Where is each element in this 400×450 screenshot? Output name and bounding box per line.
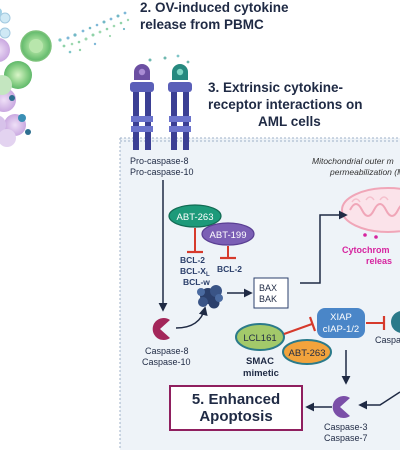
caspase10-label: Caspase-10: [142, 357, 191, 367]
caspase9-icon-partial: [391, 311, 400, 333]
ciap-label: cIAP-1/2: [323, 324, 359, 335]
bcl2-right-label: BCL-2: [217, 264, 242, 274]
procaspase8-label: Pro-caspase-8: [130, 156, 189, 166]
protein-cluster-icon: [197, 285, 223, 309]
abt263-label: ABT-263: [177, 212, 214, 223]
caspase3-icon: [332, 396, 350, 418]
step2-title-line1: 2. OV-induced cytokine: [140, 0, 289, 15]
abt263-orange-label: ABT-263: [289, 348, 326, 359]
enhanced-apoptosis-box: 5. Enhanced Apoptosis: [169, 385, 303, 431]
inhibition-line-lcl161: [283, 316, 317, 335]
mimetic-label: mimetic: [243, 368, 279, 379]
arrow-baxbak-to-mitochondrion: [300, 210, 348, 284]
arrow-caspase8-to-cluster: [175, 306, 208, 329]
mitochondrion-icon: [341, 187, 400, 233]
apoptosis-title-line2: Apoptosis: [199, 408, 272, 425]
cytokine-particles: [58, 11, 190, 64]
abt263-orange-drug-pill: ABT-263: [282, 339, 332, 365]
bcl2-left-label: BCL-2: [180, 255, 205, 265]
inhibition-line-xiap: [366, 316, 386, 330]
step2-title-line2: release from PBMC: [140, 17, 264, 32]
step3-title-line1: 3. Extrinsic cytokine-: [208, 80, 343, 95]
bclxl-label: BCL-XL: [180, 266, 210, 278]
step3-title-line2: receptor interactions on: [208, 97, 363, 112]
pbmc-virus-cluster-icon: [0, 8, 52, 147]
smac-label: SMAC: [246, 356, 274, 367]
inhibition-line-abt199: [220, 246, 236, 260]
death-receptor-icon: [130, 64, 192, 150]
procaspase10-label: Pro-caspase-10: [130, 167, 194, 177]
inhibition-line-abt263: [187, 228, 203, 254]
xiap-label: XIAP: [330, 312, 352, 323]
step3-title-line3: AML cells: [258, 114, 321, 129]
cytochrome-label-line1: Cytochrom: [342, 245, 390, 255]
arrow-right-to-caspase3: [358, 391, 400, 410]
bax-label: BAX: [259, 283, 277, 293]
lcl161-label: LCL161: [243, 333, 276, 344]
bclw-label: BCL-w: [183, 277, 210, 287]
momp-label-line1: Mitochondrial outer m: [312, 156, 394, 166]
momp-label-line2: permeabilization (M: [329, 167, 400, 177]
caspase8-label: Caspase-8: [145, 346, 189, 356]
bak-label: BAK: [259, 294, 277, 304]
caspase7-label: Caspase-7: [324, 433, 368, 443]
xiap-ciap-pill: XIAP cIAP-1/2: [317, 308, 365, 338]
lcl161-drug-pill: LCL161: [235, 323, 285, 351]
caspase3-label: Caspase-3: [324, 422, 368, 432]
apoptosis-title-line1: 5. Enhanced: [192, 391, 280, 408]
abt199-drug-pill: ABT-199: [201, 222, 255, 246]
caspase8-icon: [152, 318, 170, 340]
cytochrome-dot-1: [363, 233, 367, 237]
abt199-label: ABT-199: [210, 230, 247, 241]
abt263-drug-pill: ABT-263: [168, 204, 222, 228]
bax-bak-box: BAX BAK: [253, 277, 289, 309]
cytochrome-dot-2: [374, 235, 378, 239]
cytochrome-label-line2: releas: [366, 256, 392, 266]
caspase-partial-label: Caspa: [375, 335, 400, 345]
